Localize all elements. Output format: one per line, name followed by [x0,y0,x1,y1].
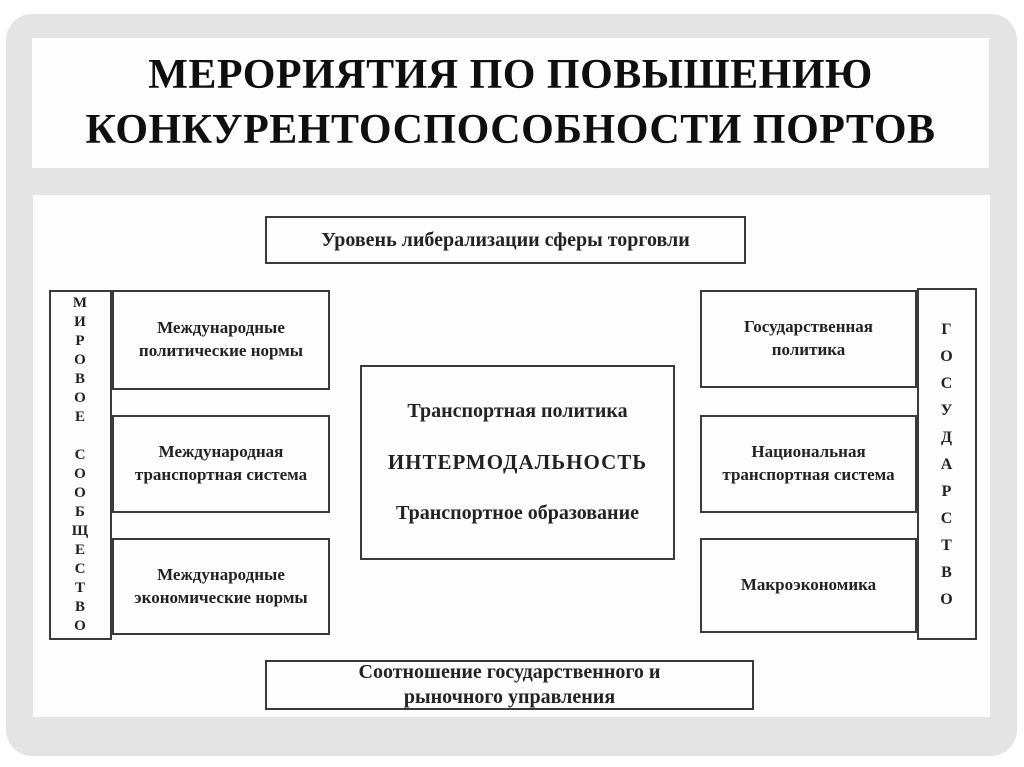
right-box-state-policy: Государственная политика [700,290,917,388]
right-box-1-label: Государственная политика [743,317,874,359]
left-box-international-political-norms: Международные политические нормы [112,290,330,390]
right-strip-label: Г О С У Д А Р С Т В О [940,320,954,608]
left-strip-world-community: М И Р О В О Е С О О Б Щ Е С Т В О [49,290,112,640]
right-strip-state: Г О С У Д А Р С Т В О [917,288,977,640]
title-banner: МЕРОРИЯТИЯ ПО ПОВЫШЕНИЮ КОНКУРЕНТОСПОСОБ… [32,38,989,168]
left-box-3-label: Международные экономические нормы [134,564,308,607]
slide-title: МЕРОРИЯТИЯ ПО ПОВЫШЕНИЮ КОНКУРЕНТОСПОСОБ… [85,52,936,153]
top-box-trade-liberalization: Уровень либерализации сферы торговли [265,216,746,264]
center-box-line1: Транспортная политика [407,400,628,422]
bottom-box-label: Соотношение государственного и рыночного… [358,661,661,708]
left-strip-label: М И Р О В О Е С О О Б Щ Е С Т В О [71,295,90,634]
diagram-area: Уровень либерализации сферы торговли М И… [33,195,990,717]
left-box-international-economic-norms: Международные экономические нормы [112,538,330,635]
left-box-1-label: Международные политические нормы [138,318,304,360]
center-box-line3: Транспортное образование [396,502,639,524]
right-box-national-transport-system: Национальная транспортная система [700,415,917,513]
center-box-transport-policy: Транспортная политика ИНТЕРМОДАЛЬНОСТЬ Т… [360,365,675,560]
top-box-label: Уровень либерализации сферы торговли [321,228,690,251]
bottom-box-state-market-ratio: Соотношение государственного и рыночного… [265,660,754,710]
right-box-macroeconomics: Макроэкономика [700,538,917,633]
left-box-international-transport-system: Международная транспортная система [112,415,330,513]
right-box-2-label: Национальная транспортная система [722,442,895,484]
center-box-line2: ИНТЕРМОДАЛЬНОСТЬ [387,450,648,474]
left-box-2-label: Международная транспортная система [134,442,308,484]
right-box-3-label: Макроэкономика [740,575,877,595]
